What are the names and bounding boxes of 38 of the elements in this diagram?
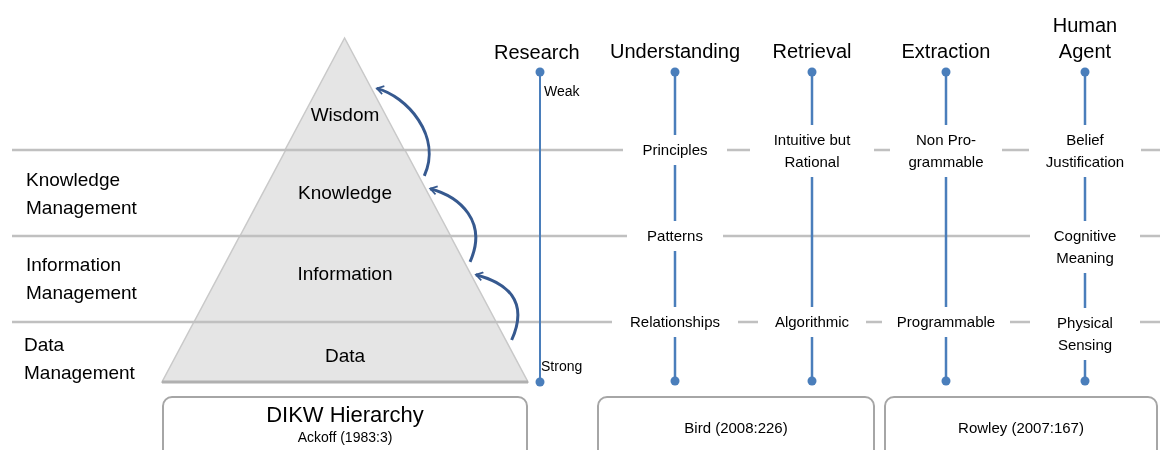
connector-line bbox=[1080, 360, 1090, 386]
citation: Bird (2008:226) bbox=[684, 418, 788, 438]
curved-arrow bbox=[376, 85, 431, 177]
layer-label: Wisdom bbox=[309, 103, 381, 127]
source-box bbox=[162, 396, 528, 450]
connector-line bbox=[1080, 67, 1090, 125]
connector-line bbox=[1083, 273, 1087, 308]
pyramid-layer bbox=[239, 150, 451, 236]
connector-line bbox=[807, 67, 817, 125]
band-label: Knowledge Management bbox=[26, 168, 138, 220]
scale-title: Research bbox=[494, 40, 580, 65]
curved-arrow bbox=[429, 185, 478, 263]
citation: Rowley (2007:167) bbox=[958, 418, 1084, 438]
pyramid-layer bbox=[193, 236, 497, 322]
connector-line bbox=[670, 67, 680, 135]
source-box bbox=[597, 396, 875, 450]
connector-line bbox=[673, 165, 677, 221]
layer-label: Knowledge bbox=[296, 181, 393, 205]
layer-label: Data bbox=[323, 344, 367, 368]
connector-line bbox=[941, 67, 951, 125]
connector-line bbox=[944, 177, 948, 307]
band-label: Information Management bbox=[26, 253, 138, 305]
connector-line bbox=[670, 337, 680, 386]
pyramid-layer bbox=[162, 322, 528, 382]
box-title: DIKW Hierarchy bbox=[266, 402, 424, 428]
connector-line bbox=[941, 337, 951, 386]
citation: Ackoff (1983:3) bbox=[297, 428, 393, 446]
scale-label: Strong bbox=[541, 357, 583, 376]
layer-label: Information bbox=[296, 262, 394, 286]
curved-arrow bbox=[475, 271, 520, 341]
band-label: Data Management bbox=[24, 333, 136, 385]
connector-line bbox=[807, 337, 817, 386]
connector-line bbox=[673, 251, 677, 307]
connector-line bbox=[1083, 177, 1087, 221]
pyramid-layer bbox=[285, 38, 405, 150]
connector-line bbox=[810, 177, 814, 307]
scale-label: Weak bbox=[544, 82, 580, 101]
source-box bbox=[884, 396, 1158, 450]
